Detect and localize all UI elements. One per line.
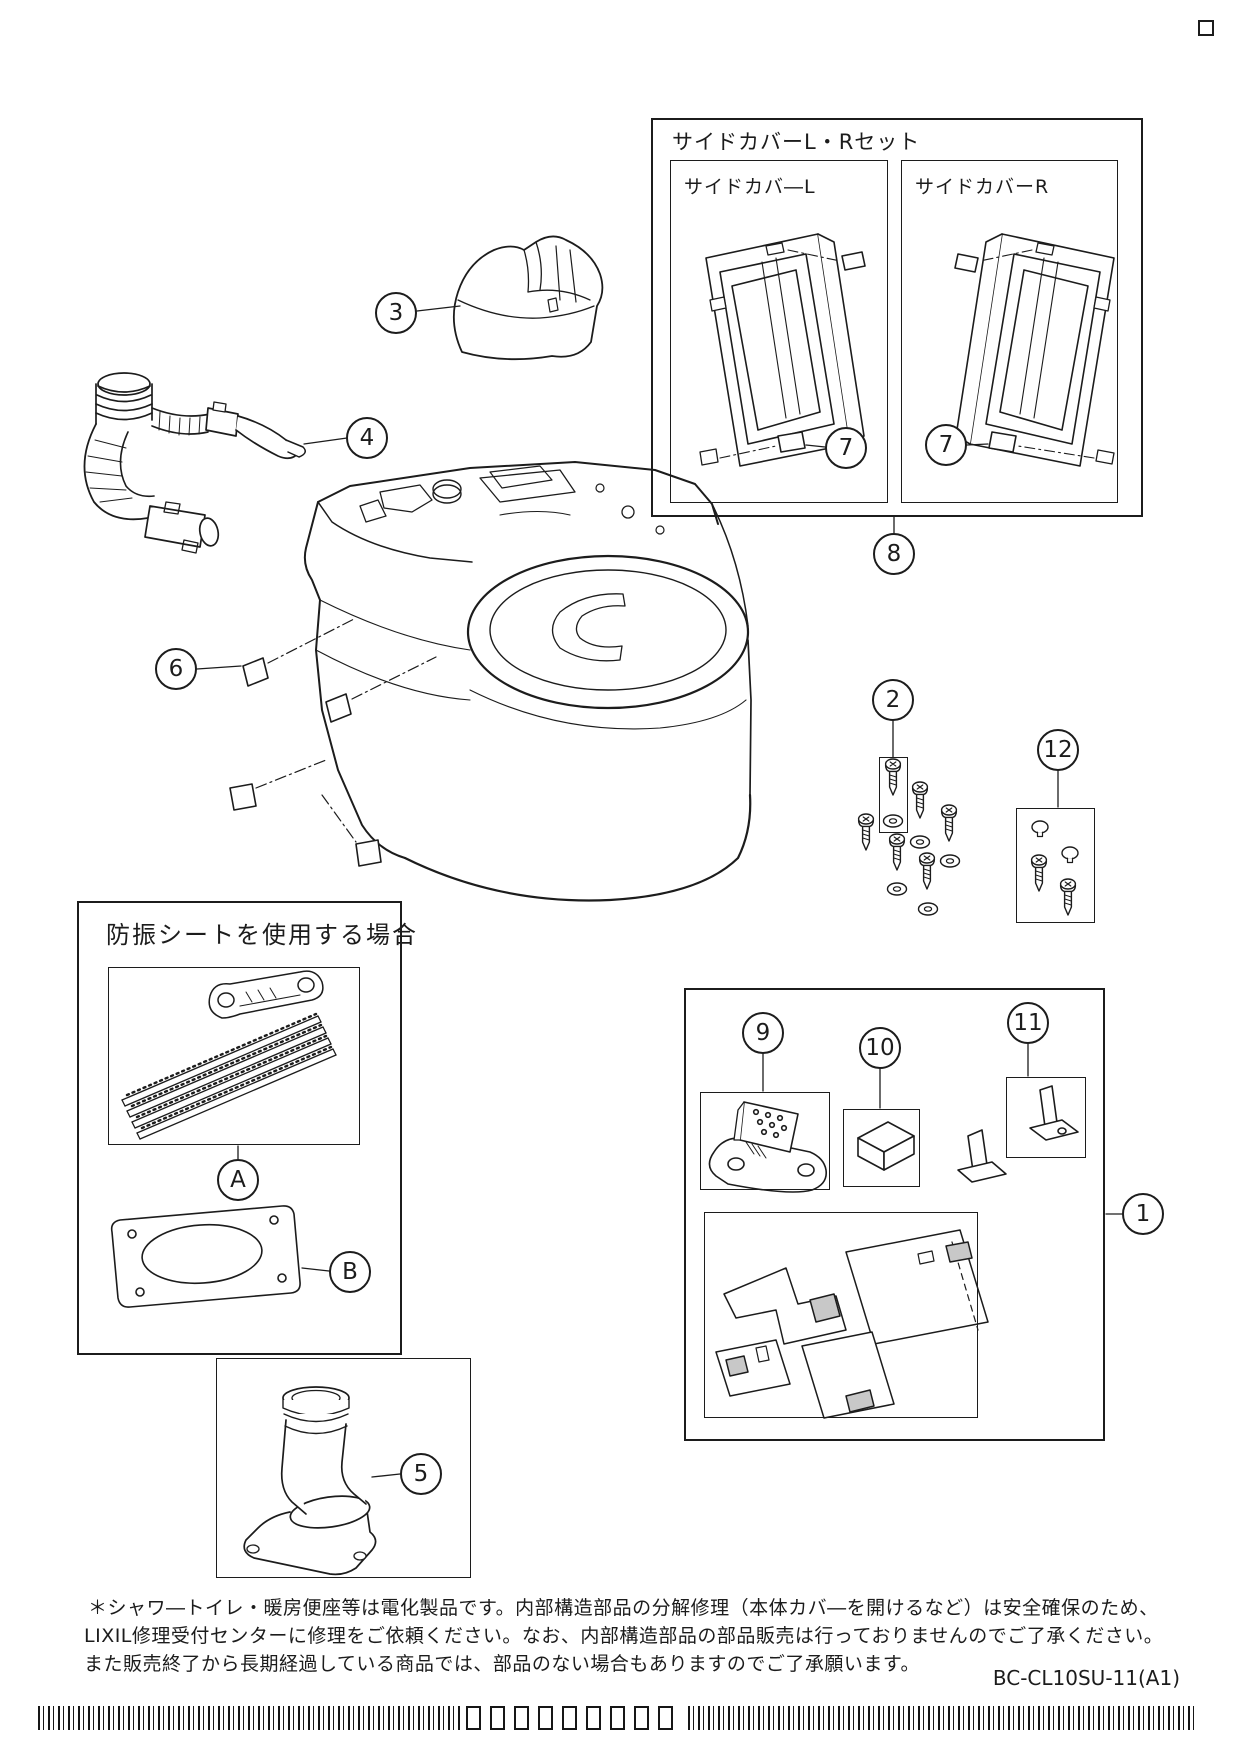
side-cover-left-label: サイドカバ―L	[684, 176, 816, 198]
callout-8: 8	[873, 533, 915, 575]
cap-set-box	[1016, 808, 1095, 923]
footer-note-line-3: また販売終了から長期経過している商品では、部品のない場合もありますのでご了承願い…	[84, 1653, 921, 1675]
angle-bracket-part-11	[957, 1085, 1079, 1183]
block-box	[843, 1109, 920, 1187]
template-sheet-box	[704, 1212, 978, 1418]
side-cover-right-illustration	[954, 233, 1115, 467]
side-cover-right-leaders	[979, 249, 1095, 459]
bracket-box	[700, 1092, 830, 1190]
toilet-body-illustration	[303, 461, 752, 902]
callout-3: 3	[375, 292, 417, 334]
screw-set-part-2	[857, 758, 961, 916]
barcode-strip-middle	[466, 1706, 673, 1730]
side-cover-set-title: サイドカバーL・Rセット	[672, 130, 921, 154]
screw-set-highlight-box	[879, 757, 908, 833]
flange-pipe-part-5	[243, 1386, 377, 1576]
page-corner-marker	[1198, 20, 1214, 36]
callout-7-right: 7	[925, 424, 967, 466]
footer-note-line-1: ＊シャワ―トイレ・暖房便座等は電化製品です。内部構造部品の分解修理（本体カバ―を…	[88, 1597, 1159, 1619]
side-cover-left-box	[670, 160, 888, 503]
block-part-10	[857, 1121, 915, 1171]
angle-bracket-box	[1006, 1077, 1086, 1158]
side-cover-right-box	[901, 160, 1118, 503]
model-code: BC-CL10SU-11(A1)	[992, 1666, 1180, 1690]
callout-4: 4	[346, 417, 388, 459]
callout-connector-lines	[196, 305, 1123, 1478]
template-sheet-part-1	[715, 1229, 989, 1419]
side-cover-left-leaders	[719, 249, 841, 459]
barcode-strip-left	[38, 1706, 462, 1730]
callout-10: 10	[859, 1027, 901, 1069]
callout-B: B	[329, 1251, 371, 1293]
gasket-B	[110, 1205, 301, 1308]
flange-pipe-box	[216, 1358, 471, 1578]
cover-part-3	[452, 235, 604, 361]
vibration-section-box	[77, 901, 402, 1355]
callout-6: 6	[155, 648, 197, 690]
vibration-rails-A	[120, 970, 338, 1141]
callout-5: 5	[400, 1453, 442, 1495]
side-cover-set-box	[651, 118, 1143, 517]
vibration-rails-box	[108, 967, 360, 1145]
barcode-strip-right	[688, 1706, 1194, 1730]
callout-2: 2	[872, 679, 914, 721]
vibration-section-title: 防振シートを使用する場合	[106, 921, 418, 949]
pad-parts-6	[229, 657, 382, 867]
install-kit-outer-box	[684, 988, 1105, 1441]
bracket-part-9	[708, 1101, 828, 1193]
side-cover-left-illustration	[699, 233, 866, 467]
pad-leader-lines	[255, 617, 437, 843]
callout-7-left: 7	[825, 427, 867, 469]
callout-12: 12	[1037, 729, 1079, 771]
footer-note-line-2: LIXIL修理受付センターに修理をご依頼ください。なお、内部構造部品の部品販売は…	[84, 1625, 1164, 1647]
callout-9: 9	[742, 1012, 784, 1054]
callout-A: A	[217, 1159, 259, 1201]
hose-part-4	[83, 372, 306, 554]
callout-11: 11	[1007, 1002, 1049, 1044]
callout-1: 1	[1122, 1193, 1164, 1235]
side-cover-right-label: サイドカバーR	[915, 176, 1050, 198]
